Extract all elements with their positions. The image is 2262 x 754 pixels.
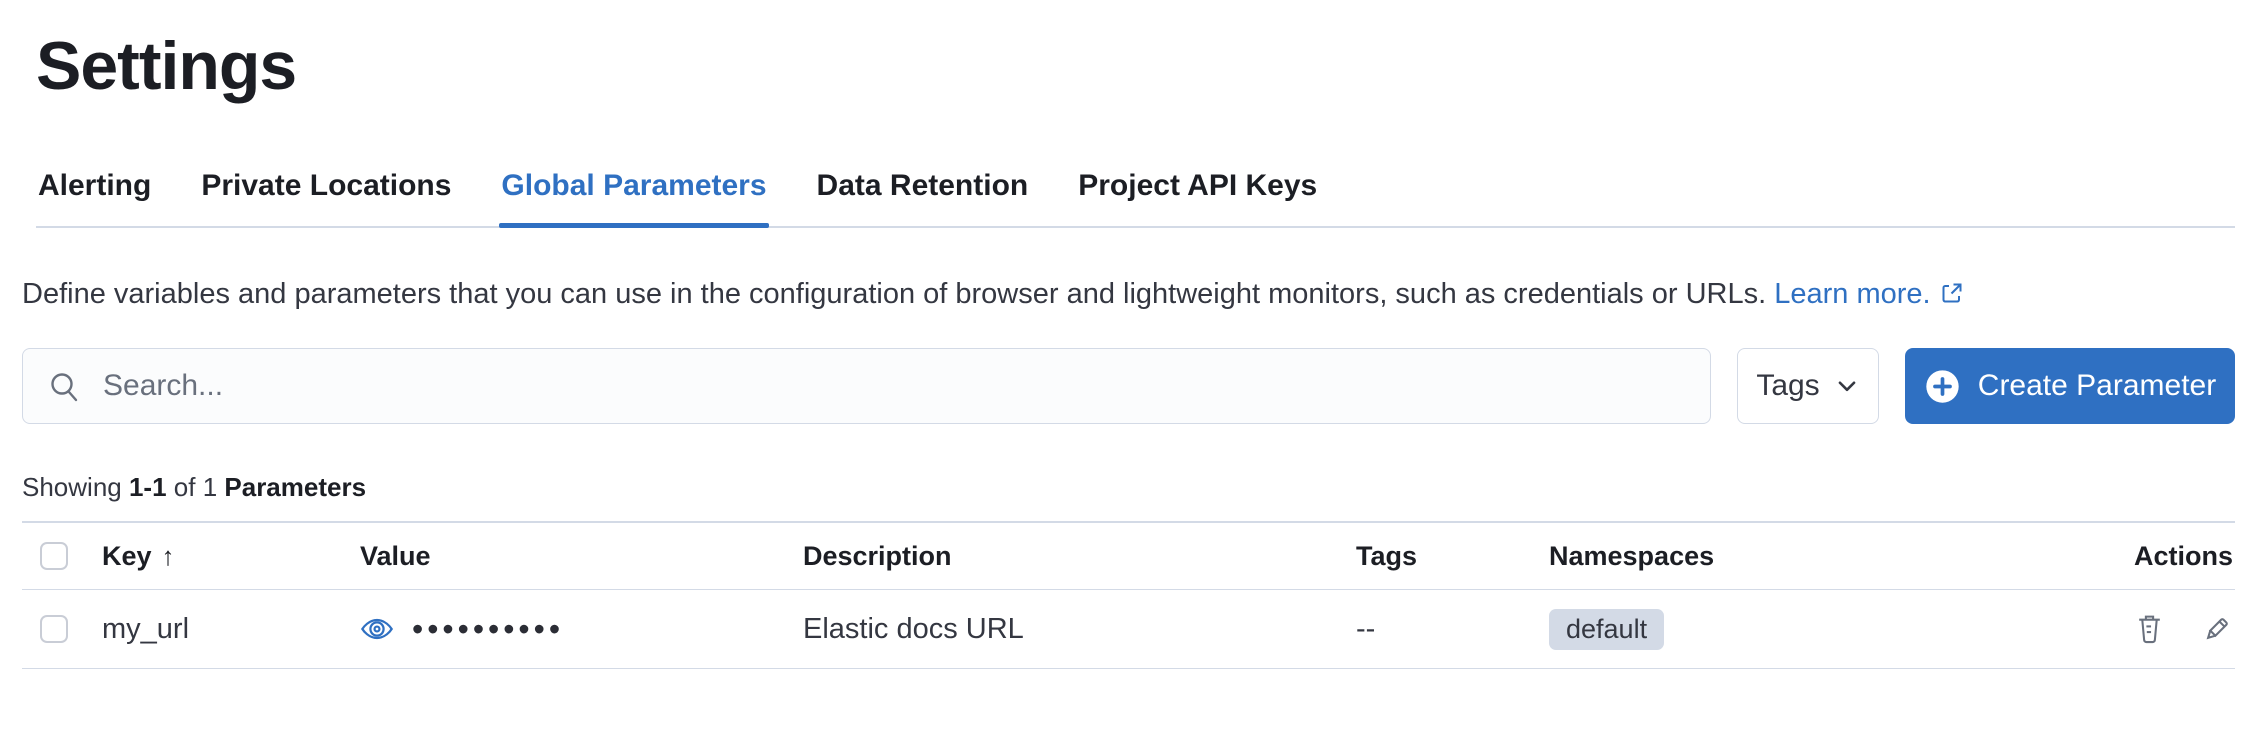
learn-more-link[interactable]: Learn more. bbox=[1774, 278, 1963, 310]
reveal-value-button[interactable] bbox=[360, 612, 394, 646]
tab-alerting[interactable]: Alerting bbox=[38, 169, 152, 203]
column-header-tags: Tags bbox=[1356, 540, 1418, 571]
pencil-icon bbox=[2206, 617, 2228, 640]
param-key: my_url bbox=[102, 612, 190, 645]
delete-parameter-button[interactable] bbox=[2133, 613, 2166, 646]
select-all-checkbox[interactable] bbox=[40, 542, 68, 571]
search-box bbox=[22, 348, 1711, 425]
namespace-badge: default bbox=[1549, 608, 1665, 650]
select-all-cell bbox=[22, 542, 102, 571]
chevron-down-icon bbox=[1838, 381, 1856, 392]
parameters-toolbar: Tags Create Parameter bbox=[22, 348, 2235, 425]
eye-icon bbox=[361, 619, 393, 640]
column-header-description: Description bbox=[803, 540, 952, 571]
column-header-key[interactable]: Key↑ bbox=[102, 540, 175, 571]
param-value-cell: •••••••••• bbox=[360, 612, 803, 646]
search-input[interactable] bbox=[101, 368, 1686, 405]
param-description: Elastic docs URL bbox=[803, 612, 1024, 645]
table-row: my_url •••••••••• Elastic docs URL -- de… bbox=[22, 590, 2235, 670]
trash-icon bbox=[2139, 615, 2160, 643]
sort-ascending-icon: ↑ bbox=[161, 540, 175, 571]
page-description: Define variables and parameters that you… bbox=[22, 270, 2142, 318]
row-select-cell bbox=[22, 615, 102, 644]
tab-project-api-keys[interactable]: Project API Keys bbox=[1078, 169, 1318, 203]
column-header-actions: Actions bbox=[2133, 540, 2233, 571]
plus-in-circle-icon bbox=[1926, 369, 1959, 403]
edit-parameter-button[interactable] bbox=[2200, 613, 2233, 646]
results-entity: Parameters bbox=[224, 472, 367, 503]
table-divider bbox=[22, 521, 2235, 524]
external-link-icon bbox=[1942, 283, 1962, 303]
column-header-namespaces: Namespaces bbox=[1549, 540, 1715, 571]
column-header-value: Value bbox=[360, 540, 431, 571]
masked-value: •••••••••• bbox=[412, 611, 565, 648]
param-namespaces: default bbox=[1549, 608, 2001, 650]
results-range: 1-1 bbox=[128, 472, 167, 503]
param-tags: -- bbox=[1356, 612, 1376, 645]
tags-filter-button[interactable]: Tags bbox=[1737, 348, 1879, 425]
table-header-row: Key↑ Value Description Tags Namespaces A… bbox=[22, 523, 2235, 591]
page-title: Settings bbox=[36, 28, 297, 104]
results-summary: Showing 1-1 of 1 Parameters bbox=[22, 472, 367, 503]
create-parameter-button[interactable]: Create Parameter bbox=[1905, 348, 2235, 425]
row-actions bbox=[2133, 613, 2235, 646]
row-checkbox[interactable] bbox=[40, 615, 68, 644]
tab-private-locations[interactable]: Private Locations bbox=[201, 169, 452, 203]
settings-page: Settings Alerting Private Locations Glob… bbox=[22, 28, 2235, 670]
tab-data-retention[interactable]: Data Retention bbox=[816, 169, 1029, 203]
settings-tabs: Alerting Private Locations Global Parame… bbox=[36, 168, 2235, 229]
tab-global-parameters[interactable]: Global Parameters bbox=[499, 168, 769, 229]
description-text: Define variables and parameters that you… bbox=[22, 278, 1767, 311]
search-icon bbox=[51, 373, 78, 402]
